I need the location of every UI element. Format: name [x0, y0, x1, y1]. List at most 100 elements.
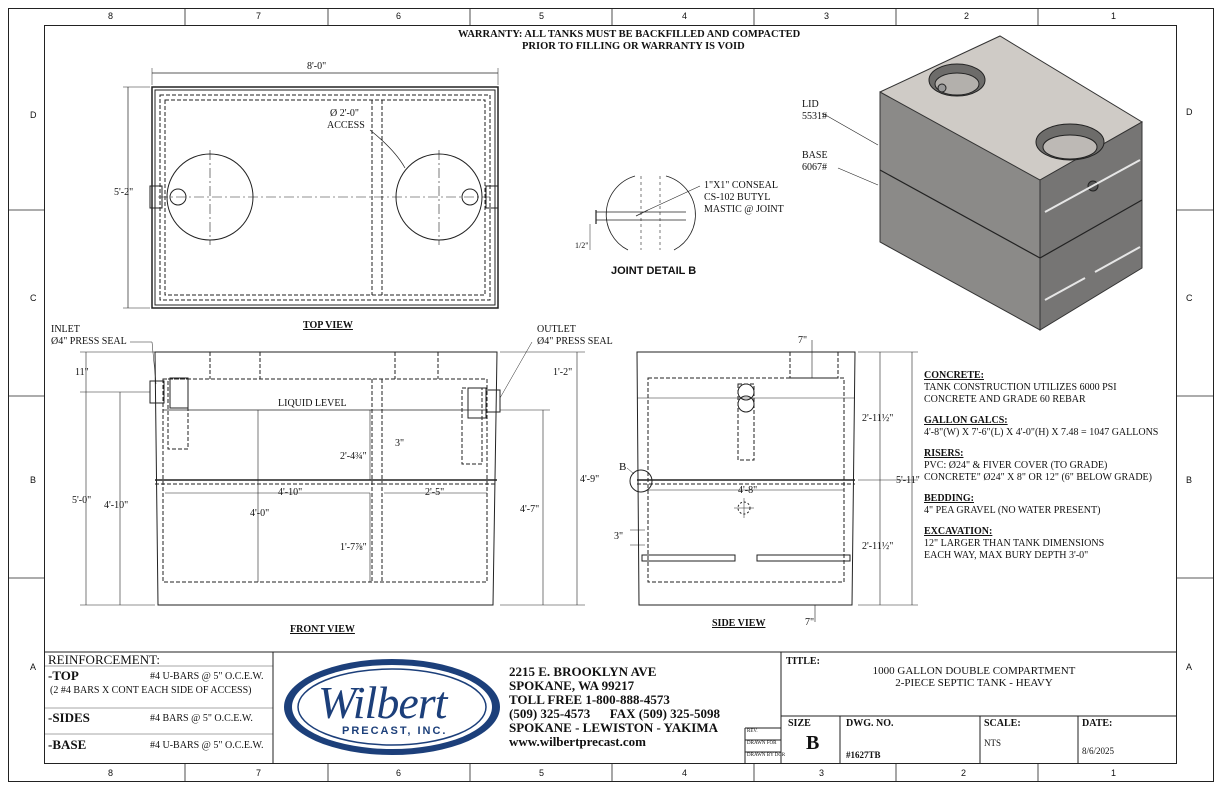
company-website[interactable]: www.wilbertprecast.com — [509, 734, 646, 749]
front-dim-4-0: 4'-0" — [250, 508, 270, 519]
size-value: B — [806, 732, 820, 754]
company-address-2: SPOKANE, WA 99217 — [509, 678, 635, 693]
title-label: TITLE: — [786, 656, 820, 667]
joint-note-line1: 1"X1" CONSEAL — [704, 180, 778, 191]
company-locations: SPOKANE - LEWISTON - YAKIMA — [509, 720, 718, 735]
front-dim-5-0: 5'-0" — [72, 495, 92, 506]
side-dim-7-bot: 7" — [805, 617, 815, 628]
top-view-drawing — [123, 68, 499, 309]
dwg-no-label: DWG. NO. — [846, 718, 894, 729]
front-dim-2-4: 2'-4¾" — [340, 451, 367, 462]
base-weight: 6067# — [802, 162, 827, 173]
note-risers: RISERS: PVC: Ø24" & FIVER COVER (TO GRAD… — [924, 448, 1174, 484]
zone-top-5: 5 — [539, 11, 545, 21]
note-line: EACH WAY, MAX BURY DEPTH 3'-0" — [924, 550, 1089, 561]
drawn-by-label: DRAWN BY DCR — [747, 753, 786, 758]
zone-bottom-6: 6 — [396, 768, 402, 778]
scale-value: NTS — [984, 738, 1002, 748]
side-view-title: SIDE VIEW — [712, 618, 766, 629]
reinforcement-heading: REINFORCEMENT: — [48, 652, 161, 667]
joint-detail-title: JOINT DETAIL B — [611, 265, 697, 277]
note-concrete: CONCRETE: TANK CONSTRUCTION UTILIZES 600… — [924, 370, 1174, 406]
reinforcement-sides-value: #4 BARS @ 5" O.C.E.W. — [150, 713, 253, 724]
front-dim-4-10b: 4'-10" — [278, 487, 303, 498]
outlet-label: OUTLET — [537, 324, 576, 335]
liquid-level-label: LIQUID LEVEL — [278, 398, 347, 409]
zone-left-a: A — [30, 662, 37, 672]
front-dim-4-9: 4'-9" — [580, 474, 600, 485]
front-dim-2-5: 2'-5" — [425, 487, 445, 498]
company-tollfree: TOLL FREE 1-800-888-4573 — [509, 692, 670, 707]
note-gallon-calcs: GALLON GALCS: 4'-8"(W) X 7'-6"(L) X 4'-0… — [924, 415, 1174, 439]
joint-dim: 1/2" — [575, 241, 589, 250]
dwg-no-value: #1627TB — [846, 750, 881, 760]
front-view-title: FRONT VIEW — [290, 624, 355, 635]
note-line: 4" PEA GRAVEL (NO WATER PRESENT) — [924, 505, 1101, 516]
zone-right-a: A — [1186, 662, 1193, 672]
reinforcement-top-value: #4 U-BARS @ 5" O.C.E.W. — [150, 671, 264, 682]
note-heading: GALLON GALCS: — [924, 415, 1008, 426]
detail-callout-b: B — [619, 461, 627, 473]
date-value: 8/6/2025 — [1082, 746, 1115, 756]
side-dim-5-11: 5'-11" — [896, 475, 920, 486]
zone-bottom-8: 8 — [108, 768, 114, 778]
joint-note-line3: MASTIC @ JOINT — [704, 204, 784, 215]
zone-bottom-7: 7 — [256, 768, 262, 778]
joint-detail-drawing — [589, 175, 701, 251]
base-label: BASE — [802, 150, 828, 161]
zone-left-b: B — [30, 475, 37, 485]
zone-right-d: D — [1186, 107, 1193, 117]
note-heading: RISERS: — [924, 448, 964, 459]
zone-top-3: 3 — [824, 11, 830, 21]
reinforcement-top-sub: (2 #4 BARS X CONT EACH SIDE OF ACCESS) — [50, 685, 252, 696]
note-line: CONCRETE AND GRADE 60 REBAR — [924, 394, 1086, 405]
iso-tank-drawing — [821, 35, 1143, 331]
note-bedding: BEDDING: 4" PEA GRAVEL (NO WATER PRESENT… — [924, 493, 1174, 517]
zone-right-b: B — [1186, 475, 1193, 485]
outer-border — [8, 8, 1214, 782]
zone-left-d: D — [30, 110, 37, 120]
side-view-drawing — [626, 340, 918, 622]
zone-top-6: 6 — [396, 11, 402, 21]
drawn-for-label: DRAWN FOR — [747, 741, 777, 746]
zone-left-c: C — [30, 293, 37, 303]
date-label: DATE: — [1082, 718, 1113, 729]
notes-panel: CONCRETE: TANK CONSTRUCTION UTILIZES 600… — [924, 370, 1174, 562]
side-dim-3: 3" — [614, 531, 624, 542]
logo-wordmark: Wilbert — [318, 677, 447, 728]
joint-note-line2: CS-102 BUTYL — [704, 192, 771, 203]
note-line: 4'-8"(W) X 7'-6"(L) X 4'-0"(H) X 7.48 = … — [924, 427, 1159, 438]
note-line: PVC: Ø24" & FIVER COVER (TO GRADE) — [924, 460, 1108, 471]
note-line: CONCRETE" Ø24" X 8" OR 12" (6" BELOW GRA… — [924, 472, 1152, 483]
lid-weight: 5531# — [802, 111, 827, 122]
note-heading: EXCAVATION: — [924, 526, 993, 537]
zone-top-4: 4 — [682, 11, 688, 21]
side-dim-2-11-bot: 2'-11½" — [862, 541, 894, 552]
top-view-height-dim: 5'-2" — [114, 187, 134, 198]
note-heading: CONCRETE: — [924, 370, 985, 381]
outlet-seal-label: Ø4" PRESS SEAL — [537, 336, 613, 347]
reinforcement-base-value: #4 U-BARS @ 5" O.C.E.W. — [150, 740, 264, 751]
zone-top-8: 8 — [108, 11, 114, 21]
front-view-drawing — [80, 341, 585, 606]
warranty-line-1: WARRANTY: ALL TANKS MUST BE BACKFILLED A… — [458, 29, 801, 40]
wilbert-logo-shape — [284, 659, 500, 755]
zone-top-1: 1 — [1111, 11, 1117, 21]
zone-bottom-3: 3 — [819, 768, 825, 778]
note-heading: BEDDING: — [924, 493, 975, 504]
company-address-1: 2215 E. BROOKLYN AVE — [509, 664, 657, 679]
front-dim-4-7: 4'-7" — [520, 504, 540, 515]
side-dim-7-top: 7" — [798, 335, 808, 346]
logo-subtitle: PRECAST, INC. — [342, 725, 448, 737]
zone-bottom-1: 1 — [1111, 768, 1117, 778]
zone-bottom-2: 2 — [961, 768, 967, 778]
zone-top-7: 7 — [256, 11, 262, 21]
inlet-seal-label: Ø4" PRESS SEAL — [51, 336, 127, 347]
front-dim-1-7: 1'-7⅞" — [340, 542, 367, 553]
note-excavation: EXCAVATION: 12" LARGER THAN TANK DIMENSI… — [924, 526, 1174, 562]
note-line: 12" LARGER THAN TANK DIMENSIONS — [924, 538, 1105, 549]
zone-bottom-4: 4 — [682, 768, 688, 778]
note-line: TANK CONSTRUCTION UTILIZES 6000 PSI — [924, 382, 1117, 393]
title-block-lines — [44, 651, 1177, 764]
company-phone-fax: (509) 325-4573 FAX (509) 325-5098 — [509, 706, 720, 721]
